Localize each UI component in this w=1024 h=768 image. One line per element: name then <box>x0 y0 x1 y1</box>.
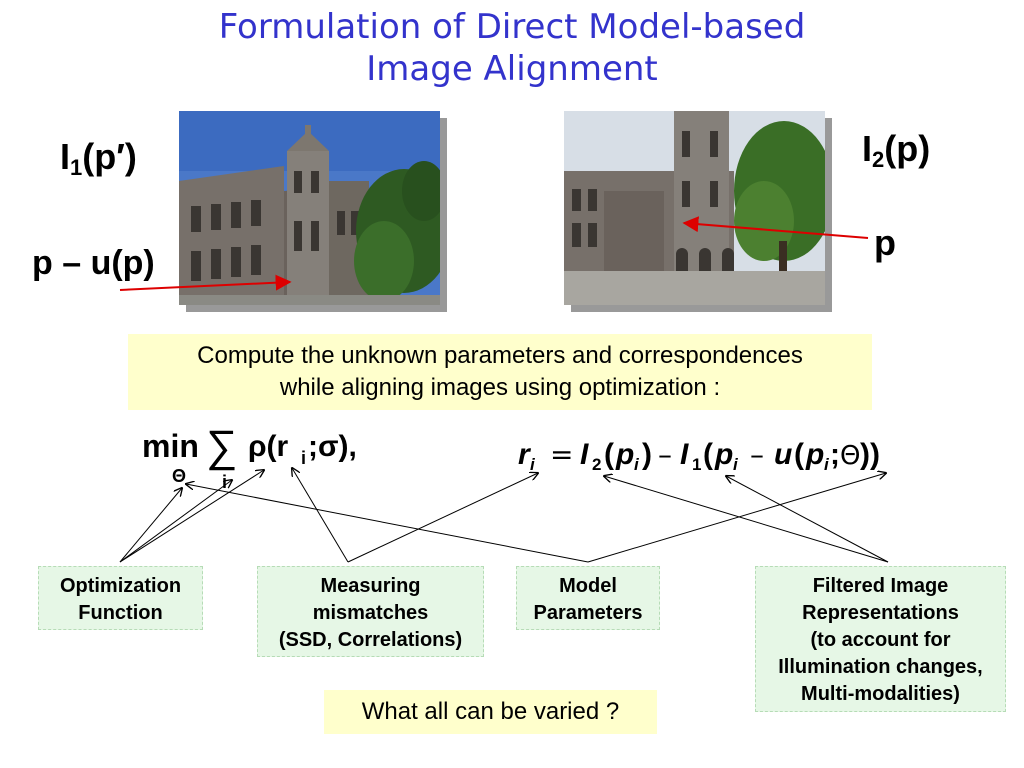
svg-text:Θ: Θ <box>840 441 860 471</box>
slide-title: Formulation of Direct Model-based Image … <box>0 6 1024 90</box>
formula-sum: ∑ <box>206 422 238 471</box>
box-optimization-function: Optimization Function <box>38 566 203 630</box>
svg-text:=: = <box>550 438 573 471</box>
objective-formula: min Θ ∑ i ρ(r i ;σ), <box>142 422 382 494</box>
svg-text:i: i <box>634 455 640 474</box>
svg-text:i: i <box>733 455 739 474</box>
box-filt-line-5: Multi-modalities) <box>801 683 960 705</box>
label-i1-sub: 1 <box>70 155 83 180</box>
red-arrow-right <box>682 216 869 239</box>
box-measuring-mismatches: Measuring mismatches (SSD, Correlations) <box>257 566 484 657</box>
svg-text:1: 1 <box>692 455 701 474</box>
box-filtered-image: Filtered Image Representations (to accou… <box>755 566 1006 712</box>
svg-text:p: p <box>714 438 733 471</box>
label-p-minus-u: p – u(p) <box>32 244 155 282</box>
arrows-model <box>186 473 886 563</box>
compute-note: Compute the unknown parameters and corre… <box>128 334 872 410</box>
box-opt-line-2: Function <box>78 602 163 624</box>
question-note: What all can be varied ? <box>324 690 657 734</box>
svg-text:p: p <box>615 438 634 471</box>
svg-text:–: – <box>658 438 672 471</box>
svg-text:r: r <box>518 438 532 471</box>
svg-text:)): )) <box>860 438 880 471</box>
svg-text:(: ( <box>794 438 804 471</box>
label-i2-base: I <box>862 128 873 169</box>
box-meas-line-1: Measuring <box>320 575 421 597</box>
box-model-parameters: Model Parameters <box>516 566 660 630</box>
box-model-line-2: Parameters <box>533 602 643 624</box>
svg-text:i: i <box>824 455 830 474</box>
photo-image-1 <box>179 111 440 305</box>
box-filt-line-1: Filtered Image <box>812 575 949 597</box>
svg-text:;: ; <box>830 438 840 471</box>
arrows-filtered <box>604 476 889 563</box>
svg-text:i: i <box>530 455 536 474</box>
box-model-line-1: Model <box>559 575 617 597</box>
formula-rho-sub: i <box>301 448 307 468</box>
formula-rho: ρ(r <box>248 430 289 463</box>
arrows-optimization <box>119 470 264 563</box>
svg-text:I: I <box>580 438 589 471</box>
formula-theta: Θ <box>172 466 187 486</box>
box-filt-line-2: Representations <box>802 602 959 624</box>
svg-text:u: u <box>774 438 792 471</box>
box-meas-line-2: mismatches <box>312 602 429 624</box>
label-i2-sub: 2 <box>872 147 885 172</box>
title-line-2: Image Alignment <box>366 49 658 89</box>
svg-text:2: 2 <box>592 455 601 474</box>
box-filt-line-3: (to account for <box>810 629 951 651</box>
formula-rho-end: ;σ), <box>308 430 357 463</box>
label-i1-arg: (p′) <box>82 136 137 177</box>
svg-text:I: I <box>680 438 689 471</box>
svg-text:–: – <box>750 438 764 471</box>
residual-formula: r i = I 2 ( p i ) – I 1 ( p i – u ( p i … <box>518 438 880 474</box>
compute-line-1: Compute the unknown parameters and corre… <box>197 342 803 369</box>
label-i2-arg: (p) <box>884 128 931 169</box>
title-line-1: Formulation of Direct Model-based <box>218 7 806 47</box>
photo-image-2 <box>564 111 825 305</box>
label-image-2: I2(p) <box>862 128 930 173</box>
arrows-measuring <box>292 468 538 563</box>
compute-line-2: while aligning images using optimization… <box>279 374 721 401</box>
formula-min: min <box>142 428 199 464</box>
label-image-1: I1(p′) <box>60 136 137 181</box>
svg-text:(: ( <box>703 438 713 471</box>
box-meas-line-3: (SSD, Correlations) <box>278 629 463 651</box>
svg-text:(: ( <box>604 438 614 471</box>
label-i1-base: I <box>60 136 71 177</box>
svg-text:): ) <box>642 438 652 471</box>
label-p: p <box>874 222 896 263</box>
box-filt-line-4: Illumination changes, <box>778 656 983 678</box>
svg-text:p: p <box>805 438 824 471</box>
box-opt-line-1: Optimization <box>59 575 182 597</box>
red-arrow-left <box>119 274 292 291</box>
